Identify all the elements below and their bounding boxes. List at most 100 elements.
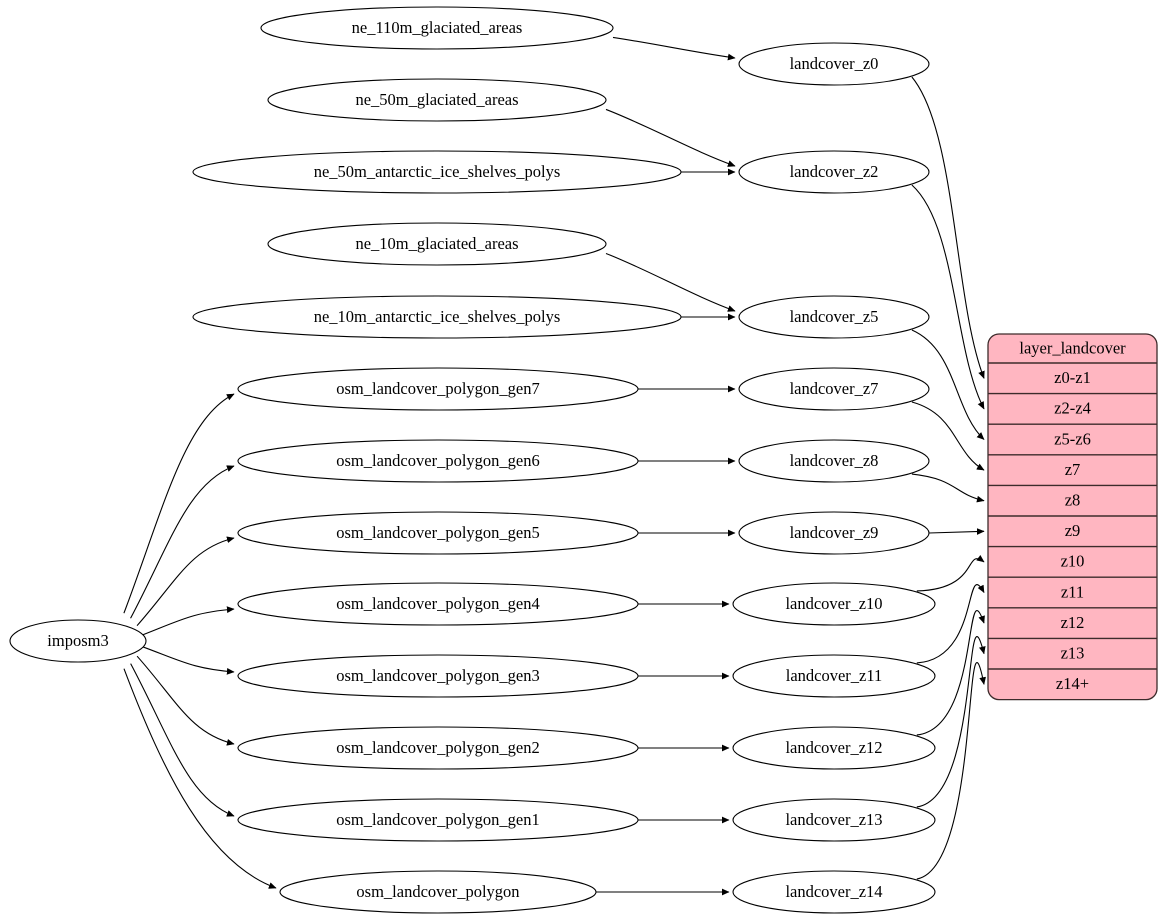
edge-landcover_z0-to-z0-z1	[911, 76, 985, 379]
node-label: landcover_z12	[785, 738, 882, 757]
node-label: osm_landcover_polygon	[356, 882, 519, 901]
node-label: ne_50m_glaciated_areas	[355, 90, 518, 109]
edge-landcover_z11-to-z11	[916, 584, 985, 664]
node-label: landcover_z2	[790, 162, 879, 181]
table-row-label: z9	[1065, 521, 1081, 540]
node-ellipse	[260, 6, 614, 50]
edge-imposm3-to-osm_landcover_polygon_gen3	[141, 645, 235, 675]
node-label: landcover_z7	[790, 379, 879, 398]
table-header-label: layer_landcover	[1019, 338, 1126, 357]
node-landcover_z7[interactable]: landcover_z7	[738, 367, 930, 411]
node-osm_landcover_polygon[interactable]: osm_landcover_polygon	[279, 870, 597, 914]
node-ellipse	[732, 582, 936, 626]
node-osm_landcover_polygon_gen4[interactable]: osm_landcover_polygon_gen4	[237, 582, 639, 626]
node-ne_10m_antarctic_ice_shelves_polys[interactable]: ne_10m_antarctic_ice_shelves_polys	[192, 295, 682, 339]
edge-imposm3-to-osm_landcover_polygon_gen5	[136, 536, 235, 627]
edge-landcover_z7-to-z7	[911, 401, 985, 471]
node-ellipse	[732, 798, 936, 842]
node-ellipse	[267, 78, 607, 122]
node-osm_landcover_polygon_gen2[interactable]: osm_landcover_polygon_gen2	[237, 726, 639, 770]
table-row-label: z5-z6	[1054, 429, 1091, 448]
node-ellipse	[237, 726, 639, 770]
node-landcover_z9[interactable]: landcover_z9	[738, 511, 930, 555]
node-landcover_z2[interactable]: landcover_z2	[738, 150, 930, 194]
table-row-z14+[interactable]: z14+	[988, 669, 1157, 700]
table-row-z8[interactable]: z8	[988, 485, 1157, 516]
edge-ne_110m_glaciated_areas-to-landcover_z0	[612, 36, 736, 61]
table-row-label: z7	[1065, 460, 1081, 479]
node-landcover_z8[interactable]: landcover_z8	[738, 439, 930, 483]
table-row-z10[interactable]: z10	[988, 547, 1157, 578]
node-ellipse	[738, 439, 930, 483]
table-row-z11[interactable]: z11	[988, 577, 1157, 608]
node-label: landcover_z8	[790, 451, 879, 470]
table-row-label: z14+	[1056, 674, 1089, 693]
node-ellipse	[279, 870, 597, 914]
node-ellipse	[237, 367, 639, 411]
table-row-z5-z6[interactable]: z5-z6	[988, 424, 1157, 455]
node-ne_50m_glaciated_areas[interactable]: ne_50m_glaciated_areas	[267, 78, 607, 122]
node-osm_landcover_polygon_gen6[interactable]: osm_landcover_polygon_gen6	[237, 439, 639, 483]
node-landcover_z12[interactable]: landcover_z12	[732, 726, 936, 770]
node-osm_landcover_polygon_gen5[interactable]: osm_landcover_polygon_gen5	[237, 511, 639, 555]
node-ellipse	[738, 150, 930, 194]
table-row-label: z12	[1061, 613, 1085, 632]
node-label: landcover_z14	[785, 882, 882, 901]
node-ellipse	[732, 654, 936, 698]
node-label: landcover_z11	[786, 666, 883, 685]
node-label: ne_10m_glaciated_areas	[355, 234, 518, 253]
edge-ne_10m_glaciated_areas-to-landcover_z5	[605, 252, 736, 312]
table-row-z0-z1[interactable]: z0-z1	[988, 363, 1157, 394]
node-label: ne_50m_antarctic_ice_shelves_polys	[314, 162, 561, 181]
edge-landcover_z2-to-z2-z4	[911, 184, 985, 410]
node-ellipse	[237, 511, 639, 555]
edge-imposm3-to-osm_landcover_polygon_gen1	[130, 663, 235, 817]
table-row-label: z0-z1	[1054, 368, 1091, 387]
layer-landcover-table: layer_landcoverz0-z1z2-z4z5-z6z7z8z9z10z…	[987, 333, 1158, 701]
node-label: landcover_z10	[785, 594, 882, 613]
node-ellipse	[237, 439, 639, 483]
table-row-z7[interactable]: z7	[988, 455, 1157, 486]
node-landcover_z13[interactable]: landcover_z13	[732, 798, 936, 842]
node-ne_50m_antarctic_ice_shelves_polys[interactable]: ne_50m_antarctic_ice_shelves_polys	[192, 150, 682, 194]
edge-imposm3-to-osm_landcover_polygon_gen2	[136, 655, 235, 746]
table-row-z12[interactable]: z12	[988, 608, 1157, 639]
edge-landcover_z13-to-z13	[916, 636, 986, 808]
node-ellipse	[237, 582, 639, 626]
table-row-z9[interactable]: z9	[988, 516, 1157, 547]
node-landcover_z10[interactable]: landcover_z10	[732, 582, 936, 626]
node-label: landcover_z0	[790, 54, 879, 73]
edge-imposm3-to-osm_landcover_polygon	[123, 668, 277, 889]
node-osm_landcover_polygon_gen1[interactable]: osm_landcover_polygon_gen1	[237, 798, 639, 842]
node-landcover_z5[interactable]: landcover_z5	[738, 295, 930, 339]
node-ellipse	[738, 42, 930, 86]
node-osm_landcover_polygon_gen7[interactable]: osm_landcover_polygon_gen7	[237, 367, 639, 411]
node-landcover_z11[interactable]: landcover_z11	[732, 654, 936, 698]
node-ellipse	[237, 654, 639, 698]
node-label: osm_landcover_polygon_gen5	[336, 523, 539, 542]
edge-landcover_z10-to-z10	[916, 554, 985, 592]
node-imposm3[interactable]: imposm3	[9, 619, 147, 663]
table-row-label: z13	[1061, 643, 1085, 662]
node-ne_110m_glaciated_areas[interactable]: ne_110m_glaciated_areas	[260, 6, 614, 50]
edge-imposm3-to-osm_landcover_polygon_gen7	[123, 393, 235, 614]
edge-landcover_z5-to-z5-z6	[911, 329, 985, 440]
edge-imposm3-to-osm_landcover_polygon_gen4	[141, 606, 235, 636]
node-osm_landcover_polygon_gen3[interactable]: osm_landcover_polygon_gen3	[237, 654, 639, 698]
table-row-label: z2-z4	[1054, 399, 1091, 418]
node-label: osm_landcover_polygon_gen4	[336, 594, 539, 613]
table-row-label: z8	[1065, 490, 1081, 509]
node-ellipse	[732, 870, 936, 914]
edge-landcover_z12-to-z12	[916, 610, 985, 736]
node-ellipse	[9, 619, 147, 663]
node-ellipse	[237, 798, 639, 842]
table-row-z2-z4[interactable]: z2-z4	[988, 394, 1157, 425]
table-row-z13[interactable]: z13	[988, 638, 1157, 669]
node-ellipse	[732, 726, 936, 770]
node-ne_10m_glaciated_areas[interactable]: ne_10m_glaciated_areas	[267, 222, 607, 266]
node-landcover_z14[interactable]: landcover_z14	[732, 870, 936, 914]
node-landcover_z0[interactable]: landcover_z0	[738, 42, 930, 86]
edge-layer	[123, 36, 986, 896]
